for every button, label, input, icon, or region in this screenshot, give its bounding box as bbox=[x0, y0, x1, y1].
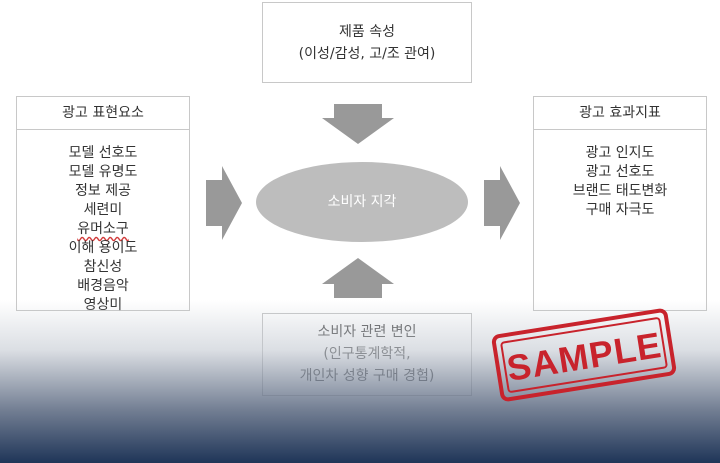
ad-effect-indicators-box: 광고 효과지표 광고 인지도 광고 선호도 브랜드 태도변화 구매 자극도 bbox=[533, 96, 707, 311]
list-item: 참신성 bbox=[83, 259, 123, 275]
sample-stamp: SAMPLE bbox=[491, 308, 677, 402]
consumer-variables-title: 소비자 관련 변인 bbox=[317, 324, 417, 340]
list-item: 광고 선호도 bbox=[585, 164, 655, 180]
list-item: 유머소구 bbox=[17, 220, 189, 239]
list-item: 정보 제공 bbox=[75, 183, 131, 199]
up-arrow bbox=[322, 258, 394, 298]
list-item-text: 유머소구 bbox=[77, 221, 129, 237]
right-arrow bbox=[206, 166, 242, 240]
consumer-variables-detail: 개인차 성향 구매 경험) bbox=[299, 368, 435, 384]
list-item: 이해 용이도 bbox=[68, 240, 138, 256]
product-attributes-detail: (이성/감성, 고/조 관여) bbox=[298, 46, 436, 62]
consumer-variables-detail: (인구통계학적, bbox=[323, 346, 411, 362]
list-item: 구매 자극도 bbox=[585, 202, 655, 218]
product-attributes-box: 제품 속성 (이성/감성, 고/조 관여) bbox=[262, 2, 472, 83]
ad-expression-elements-box: 광고 표현요소 모델 선호도 모델 유명도 정보 제공 세련미 유머소구 이해 … bbox=[16, 96, 190, 313]
right-arrow bbox=[484, 166, 520, 240]
down-arrow bbox=[322, 104, 394, 144]
ad-expression-title: 광고 표현요소 bbox=[17, 97, 189, 130]
product-attributes-title: 제품 속성 bbox=[339, 24, 395, 40]
ad-effect-title: 광고 효과지표 bbox=[534, 97, 706, 130]
list-item: 배경음악 bbox=[77, 278, 129, 294]
list-item: 모델 선호도 bbox=[68, 145, 138, 161]
consumer-perception-node: 소비자 지각 bbox=[256, 162, 468, 242]
list-item: 광고 인지도 bbox=[585, 145, 655, 161]
consumer-variables-box: 소비자 관련 변인 (인구통계학적, 개인차 성향 구매 경험) bbox=[262, 313, 472, 396]
list-item: 영상미 bbox=[83, 297, 123, 313]
consumer-perception-label: 소비자 지각 bbox=[327, 194, 397, 210]
list-item: 모델 유명도 bbox=[68, 164, 138, 180]
list-item: 브랜드 태도변화 bbox=[572, 183, 668, 199]
list-item: 세련미 bbox=[83, 202, 123, 218]
